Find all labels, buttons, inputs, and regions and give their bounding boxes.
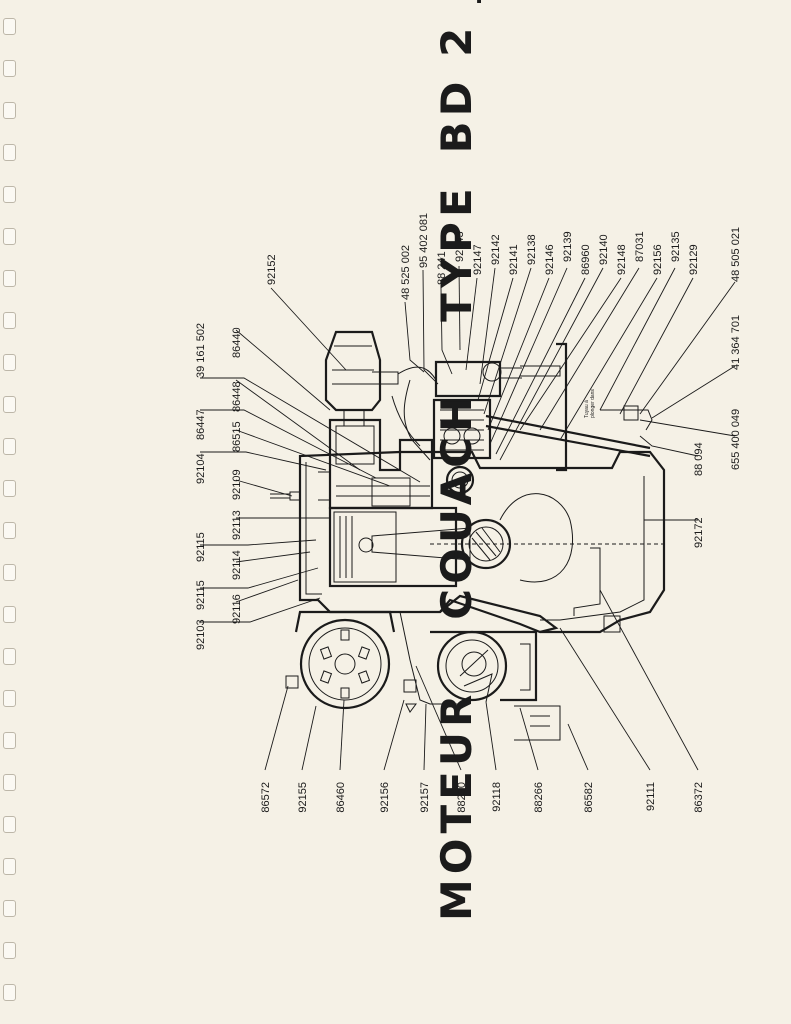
- leader-lines: [200, 265, 736, 771]
- svg-text:Tuyau à: Tuyau à: [584, 400, 590, 418]
- part-number-label: 92143: [454, 231, 466, 262]
- part-number-label: 92115: [195, 532, 207, 562]
- part-number-label: 86582: [583, 782, 595, 813]
- binding-hole: [3, 270, 16, 287]
- piston-pin: [358, 537, 374, 553]
- part-number-label: 92111: [645, 782, 657, 811]
- part-number-label: 92116: [231, 594, 243, 624]
- piston: [333, 511, 397, 583]
- part-number-label: 86572: [260, 782, 272, 813]
- part-number-label: 92141: [508, 244, 520, 275]
- binding-hole: [3, 396, 16, 413]
- part-number-label: 92152: [266, 254, 278, 285]
- part-number-label: 92104: [195, 453, 207, 484]
- part-number-label: 41 364 701: [730, 315, 742, 370]
- cylinder: [328, 506, 458, 588]
- part-number-label: 86515: [231, 421, 243, 452]
- binding-hole: [3, 228, 16, 245]
- belt-guard: [430, 630, 538, 702]
- injection-pump: [432, 398, 492, 460]
- part-number-label: 88266: [533, 782, 545, 813]
- part-number-label: 655 400 049: [730, 409, 742, 470]
- governor-bracket: [556, 342, 568, 472]
- pump-governor: [434, 360, 502, 398]
- binding-hole: [3, 984, 16, 1001]
- camshaft: [445, 465, 475, 495]
- crankcase-outline: [298, 450, 666, 634]
- part-labels: 92152 48 525 002 95 402 081 88 241 92143 9214…: [195, 213, 742, 813]
- binding-hole: [3, 480, 16, 497]
- part-number-label: 86372: [693, 782, 705, 813]
- engine-drawing: [270, 330, 666, 741]
- binding-hole: [3, 858, 16, 875]
- part-number-label: 92148: [616, 244, 628, 275]
- part-number-label: 92155: [297, 782, 309, 813]
- fuel-filter: [324, 330, 382, 412]
- binding-hole: [3, 354, 16, 371]
- binding-hole: [3, 438, 16, 455]
- part-number-label: 92146: [544, 244, 556, 275]
- part-number-label: 92172: [693, 517, 705, 548]
- binding-hole: [3, 606, 16, 623]
- part-number-label: 87031: [634, 231, 646, 262]
- part-number-label: 92129: [688, 244, 700, 275]
- part-number-label: 92113: [231, 510, 243, 540]
- binding-hole: [3, 648, 16, 665]
- crank-web: [499, 493, 574, 583]
- part-number-label: 92147: [472, 244, 484, 275]
- part-number-label: 86447: [195, 409, 207, 440]
- dipstick-note: Tuyau à plonger dans: [584, 389, 596, 418]
- part-number-label: 86440: [231, 327, 243, 358]
- binding-hole: [3, 942, 16, 959]
- binding-hole: [3, 60, 16, 77]
- flywheel: [299, 618, 391, 710]
- binding-hole: [3, 522, 16, 539]
- binding-hole: [3, 732, 16, 749]
- part-number-label: 92140: [598, 234, 610, 265]
- svg-text:plonger dans: plonger dans: [590, 389, 596, 418]
- binding-hole: [3, 186, 16, 203]
- binding-hole: [3, 564, 16, 581]
- binding-hole: [3, 312, 16, 329]
- part-number-label: 86448: [231, 381, 243, 412]
- part-number-label: 86460: [335, 782, 347, 813]
- part-number-label: 88 094: [693, 442, 705, 476]
- binding-hole: [3, 18, 16, 35]
- dipstick-tube: [485, 414, 651, 458]
- binding-hole: [3, 144, 16, 161]
- part-number-label: 88 241: [436, 251, 448, 285]
- part-number-label: 92114: [231, 550, 243, 580]
- connecting-rod: [371, 527, 471, 561]
- part-number-label: 92156: [652, 244, 664, 275]
- part-number-label: 48 505 021: [730, 227, 742, 282]
- part-number-label: 92135: [670, 231, 682, 262]
- binding-hole: [3, 690, 16, 707]
- starter-pulley: [436, 630, 508, 702]
- oil-sump: [439, 594, 559, 634]
- binding-hole: [3, 816, 16, 833]
- part-number-label: 48 525 002: [400, 245, 412, 300]
- binding-hole: [3, 774, 16, 791]
- part-number-label: 86960: [580, 244, 592, 275]
- binding-hole: [3, 102, 16, 119]
- part-number-label: 39 161 502: [195, 323, 207, 378]
- part-number-label: 92115: [195, 580, 207, 610]
- part-number-label: 92142: [490, 234, 502, 265]
- part-number-label: 92118: [491, 782, 503, 812]
- part-number-label: 92138: [526, 234, 538, 265]
- part-number-label: 88230: [456, 782, 468, 813]
- part-number-label: 92109: [231, 469, 243, 500]
- part-number-label: 95 402 081: [418, 213, 430, 268]
- part-number-label: 92157: [419, 782, 431, 813]
- part-number-label: 92156: [379, 782, 391, 813]
- binding-hole: [3, 900, 16, 917]
- part-number-label: 92139: [562, 231, 574, 262]
- part-number-label: 92103: [195, 619, 207, 650]
- flywheel-housing: [294, 610, 396, 633]
